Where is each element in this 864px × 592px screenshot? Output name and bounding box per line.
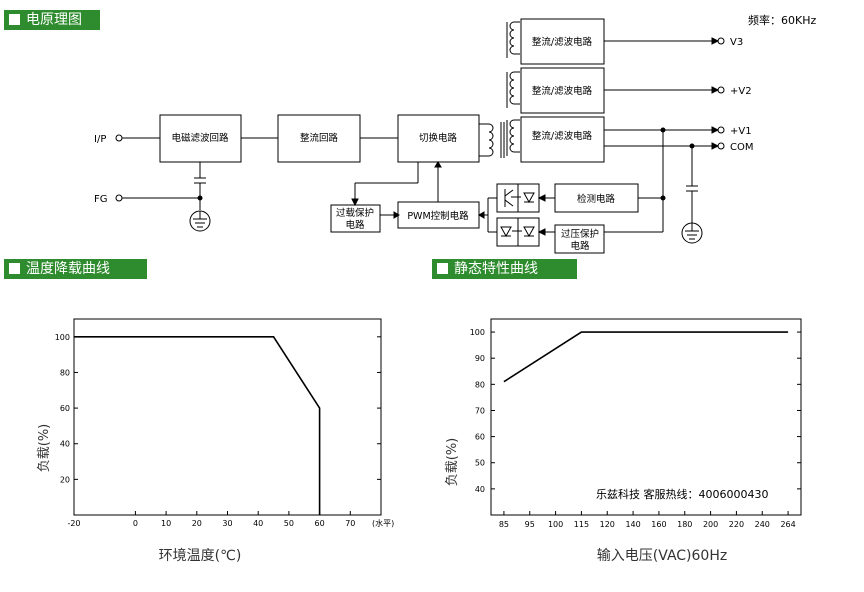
y-tick-label: 60 [475, 433, 485, 442]
x-axis-label: 输入电压(VAC)60Hz [597, 548, 727, 564]
x-tick-label: 100 [548, 520, 563, 529]
block-pwm-label: PWM控制电路 [407, 210, 469, 222]
ground-icon [681, 222, 703, 244]
y-ticks: 40 50 60 70 80 90 100 [470, 328, 801, 494]
x-tick-label: 264 [780, 520, 795, 529]
ground-icon [189, 210, 211, 232]
y-tick-label: 20 [60, 475, 70, 484]
x-tick-label: 220 [729, 520, 744, 529]
x-tick-label: 70 [345, 519, 355, 528]
x-tick-label: 180 [677, 520, 692, 529]
terminal-com [717, 142, 725, 150]
series-line [74, 336, 321, 515]
terminal-v2-label: +V2 [730, 86, 752, 97]
x-tick-label: 120 [600, 520, 615, 529]
y-tick-label: 80 [60, 368, 70, 377]
x-tick-label: 60 [315, 519, 325, 528]
y-tick-label: 50 [475, 459, 485, 468]
x-tick-label: -20 [67, 519, 80, 528]
x-ticks: 85 95 100 115 120 140 160 180 200 220 240 264 [499, 511, 796, 529]
x-tick-label: 30 [222, 519, 232, 528]
x-tick-label: 0 [133, 519, 138, 528]
section-header-derating: 温度降载曲线 [4, 259, 147, 279]
frequency-label: 频率：60KHz [748, 14, 817, 27]
x-tick-label: 160 [651, 520, 666, 529]
block-detect-label: 检测电路 [577, 193, 616, 205]
y-tick-label: 40 [60, 440, 70, 449]
x-tick-label: 50 [284, 519, 294, 528]
terminal-v2 [717, 86, 725, 94]
square-icon [437, 263, 448, 274]
y-tick-label: 90 [475, 354, 485, 363]
y-ticks: 20 40 60 80 100 [55, 333, 381, 484]
terminal-fg [115, 194, 123, 202]
block-emi-filter-label: 电磁滤波回路 [171, 132, 229, 144]
y-axis-label: 负载(%) [445, 438, 460, 487]
block-rect-filter-v1-label: 整流/滤波电路 [532, 130, 593, 142]
secondary-coil-v3 [506, 21, 520, 58]
x-unit-label: (水平) [372, 518, 394, 528]
x-tick-label: 200 [703, 520, 718, 529]
y-tick-label: 100 [55, 333, 70, 342]
block-switch-label: 切换电路 [419, 132, 458, 144]
terminal-ip [115, 134, 123, 142]
optocoupler-icon [496, 217, 540, 247]
x-tick-label: 85 [499, 520, 509, 529]
plot-frame [73, 318, 382, 516]
block-rect-filter-v2-label: 整流/滤波电路 [532, 85, 593, 97]
terminal-v3 [717, 37, 725, 45]
section-title: 电原理图 [26, 12, 82, 28]
x-tick-label: 10 [161, 519, 171, 528]
x-tick-label: 20 [192, 519, 202, 528]
secondary-coil-v1 [506, 119, 520, 156]
block-overvoltage-label-1: 过压保护 [561, 228, 599, 240]
schematic-diagram: I/P FG 电磁滤波回路 整流回路 切换电路 整流/滤波电路 V3 [94, 18, 753, 254]
block-overload-label-1: 过载保护 [336, 207, 374, 219]
square-icon [9, 263, 20, 274]
block-rect-filter-v3-label: 整流/滤波电路 [532, 36, 593, 48]
block-overvoltage [554, 224, 605, 254]
section-header-static: 静态特性曲线 [432, 259, 577, 279]
square-icon [9, 14, 20, 25]
x-tick-label: 115 [574, 520, 589, 529]
y-tick-label: 70 [475, 406, 485, 415]
y-axis-label: 负载(%) [37, 424, 52, 473]
x-tick-label: 40 [253, 519, 263, 528]
x-tick-label: 140 [625, 520, 640, 529]
x-tick-label: 240 [755, 520, 770, 529]
terminal-v3-label: V3 [730, 37, 743, 48]
y-tick-label: 100 [470, 328, 485, 337]
secondary-coil-v2 [506, 71, 520, 108]
terminal-v1 [717, 126, 725, 134]
y-tick-label: 60 [60, 404, 70, 413]
block-rect-filter-v1 [520, 116, 605, 163]
terminal-fg-label: FG [94, 194, 108, 205]
section-title: 静态特性曲线 [454, 261, 538, 277]
section-title: 温度降载曲线 [26, 261, 110, 277]
terminal-com-label: COM [730, 142, 753, 153]
y-tick-label: 80 [475, 380, 485, 389]
static-chart: 40 50 60 70 80 90 100 85 95 100 115 120 140 160 180 20… [445, 318, 802, 564]
series-line [503, 331, 789, 383]
derating-chart: 20 40 60 80 100 -20 0 10 20 30 40 50 60 70 (水平) 负载(%… [37, 318, 394, 564]
x-tick-label: 95 [525, 520, 535, 529]
section-header-schematic: 电原理图 [4, 10, 100, 30]
y-tick-label: 40 [475, 485, 485, 494]
x-axis-label: 环境温度(℃) [159, 548, 242, 564]
block-rectifier-label: 整流回路 [300, 132, 339, 144]
terminal-ip-label: I/P [94, 134, 106, 145]
block-overvoltage-label-2: 电路 [570, 240, 590, 252]
plot-frame [490, 318, 802, 516]
x-ticks: -20 0 10 20 30 40 50 60 70 [67, 511, 355, 528]
chart-annotation: 乐兹科技 客服热线：4006000430 [596, 487, 768, 501]
block-overload-label-2: 电路 [345, 219, 365, 231]
transformer-icon [479, 122, 505, 158]
optocoupler-icon [496, 183, 540, 213]
terminal-v1-label: +V1 [730, 126, 752, 137]
